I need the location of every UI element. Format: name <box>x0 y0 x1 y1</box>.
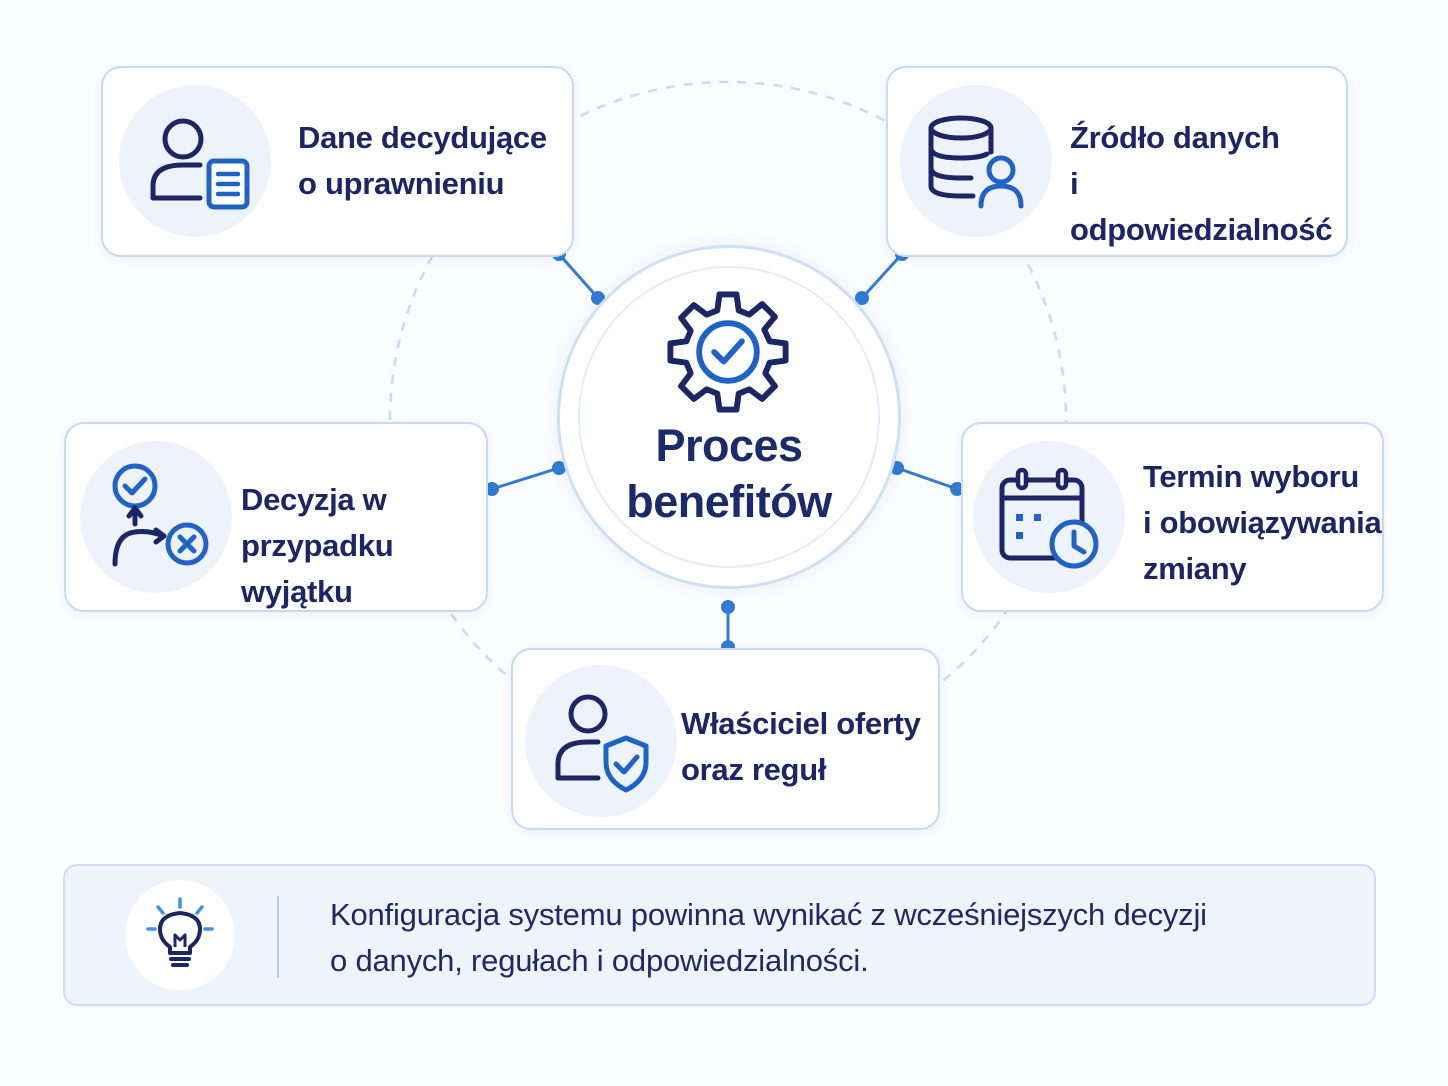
icon-circle <box>119 85 271 237</box>
connector-mr <box>896 466 958 491</box>
node-label: Decyzja w przypadku wyjątku <box>241 482 394 609</box>
gear-check-icon <box>667 291 789 413</box>
lightbulb-icon <box>146 897 214 967</box>
connector-tr <box>860 252 904 300</box>
node-label: Właściciel oferty oraz reguł <box>681 706 921 787</box>
icon-circle <box>900 85 1052 237</box>
node-label: Termin wyboru i obowiązywania zmiany <box>1143 459 1382 586</box>
connector-ml <box>491 466 560 491</box>
user-document-icon <box>150 118 250 210</box>
icon-circle <box>125 880 235 990</box>
decision-branch-icon <box>112 463 209 567</box>
node-card-data-source: Źródło danych i odpowiedzialność <box>886 66 1348 257</box>
icon-circle <box>80 441 232 593</box>
center-node-inner <box>578 266 880 568</box>
node-card-selection-deadline: Termin wyboru i obowiązywania zmiany <box>961 422 1384 612</box>
node-card-offer-owner: Właściciel oferty oraz reguł <box>511 648 940 830</box>
node-card-eligibility-data: Dane decydujące o uprawnieniu <box>101 66 574 257</box>
icon-circle <box>973 441 1125 593</box>
node-label: Źródło danych i odpowiedzialność <box>1070 120 1333 247</box>
user-shield-icon <box>555 694 649 793</box>
connector-tl <box>557 253 600 299</box>
note-divider <box>277 896 279 978</box>
database-user-icon <box>928 115 1024 209</box>
note-banner: Konfiguracja systemu powinna wynikać z w… <box>63 864 1376 1006</box>
center-title: Proces benefitów <box>626 420 832 527</box>
calendar-clock-icon <box>999 467 1099 569</box>
node-card-exception-decision: Decyzja w przypadku wyjątku <box>64 422 488 612</box>
note-text: Konfiguracja systemu powinna wynikać z w… <box>330 897 1207 978</box>
icon-circle <box>525 665 677 817</box>
node-label: Dane decydujące o uprawnieniu <box>298 120 547 201</box>
